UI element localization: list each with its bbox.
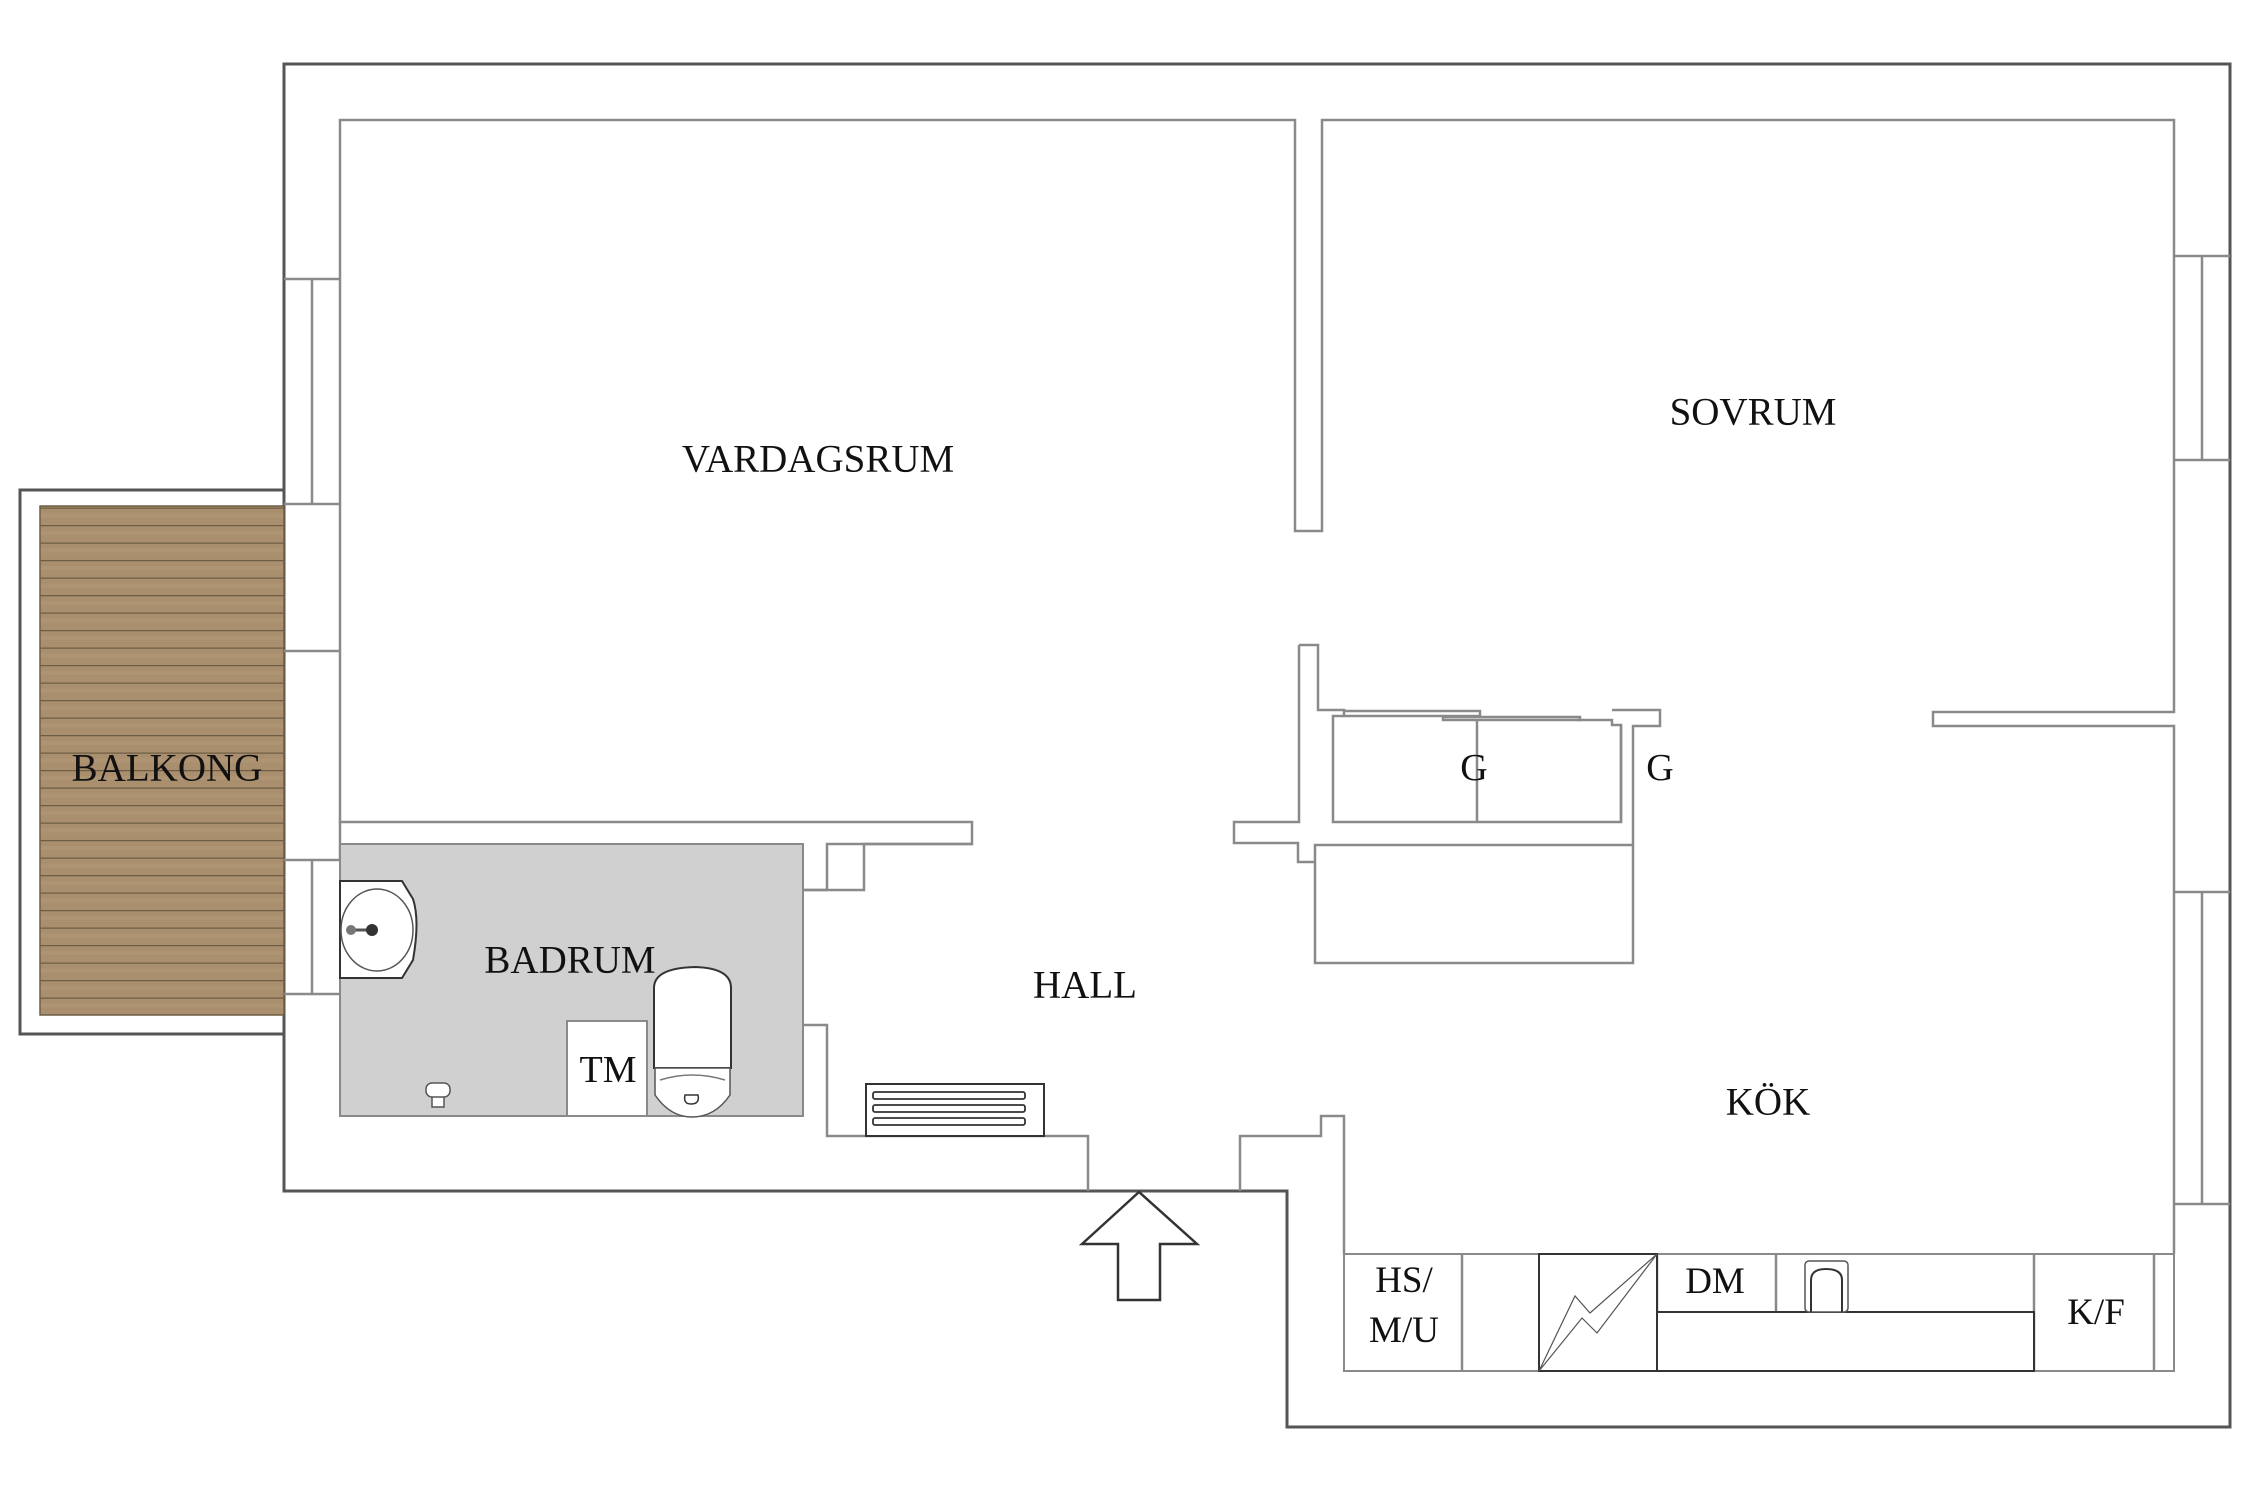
living-room-left-wall bbox=[284, 504, 974, 892]
floor-drain-icon bbox=[425, 1082, 451, 1108]
window-bathroom bbox=[284, 858, 340, 996]
room-label-balcony: BALKONG bbox=[71, 746, 263, 790]
hall-walls bbox=[803, 842, 1090, 1191]
toilet-icon bbox=[653, 965, 732, 1118]
window-living-room bbox=[284, 277, 342, 506]
entrance-arrow-icon bbox=[1078, 1190, 1201, 1302]
wardrobe-label-1: G bbox=[1460, 747, 1488, 789]
balcony bbox=[18, 488, 286, 1036]
room-label-hall: HALL bbox=[1033, 963, 1137, 1007]
sink-icon bbox=[339, 880, 418, 979]
kitchen-walls bbox=[1238, 1114, 1346, 1254]
wardrobe-label-2: G bbox=[1646, 747, 1674, 789]
window-kitchen bbox=[2174, 890, 2230, 1206]
cabinet-label-line2: M/U bbox=[1369, 1309, 1439, 1351]
window-bedroom bbox=[2174, 254, 2230, 462]
fridge-freezer-label: K/F bbox=[2067, 1291, 2125, 1333]
outer-wall bbox=[282, 62, 2232, 1429]
closet-block bbox=[1232, 643, 1662, 965]
room-label-bedroom: SOVRUM bbox=[1669, 390, 1837, 434]
kitchen-sink-icon bbox=[1804, 1260, 1849, 1313]
stove-icon bbox=[1538, 1253, 1658, 1372]
cabinet-label-line1: HS/ bbox=[1375, 1259, 1433, 1301]
room-label-bathroom: BADRUM bbox=[484, 938, 656, 982]
washing-machine bbox=[566, 1020, 648, 1117]
bathroom bbox=[339, 843, 804, 1118]
living-room-walls bbox=[338, 118, 2176, 1254]
washing-machine-label: TM bbox=[579, 1049, 637, 1091]
dishwasher-label: DM bbox=[1685, 1260, 1745, 1302]
room-label-kitchen: KÖK bbox=[1725, 1080, 1811, 1124]
room-label-living-room: VARDAGSRUM bbox=[681, 437, 955, 481]
radiator-icon bbox=[865, 1083, 1045, 1137]
kitchen-counter bbox=[1343, 1253, 2175, 1372]
